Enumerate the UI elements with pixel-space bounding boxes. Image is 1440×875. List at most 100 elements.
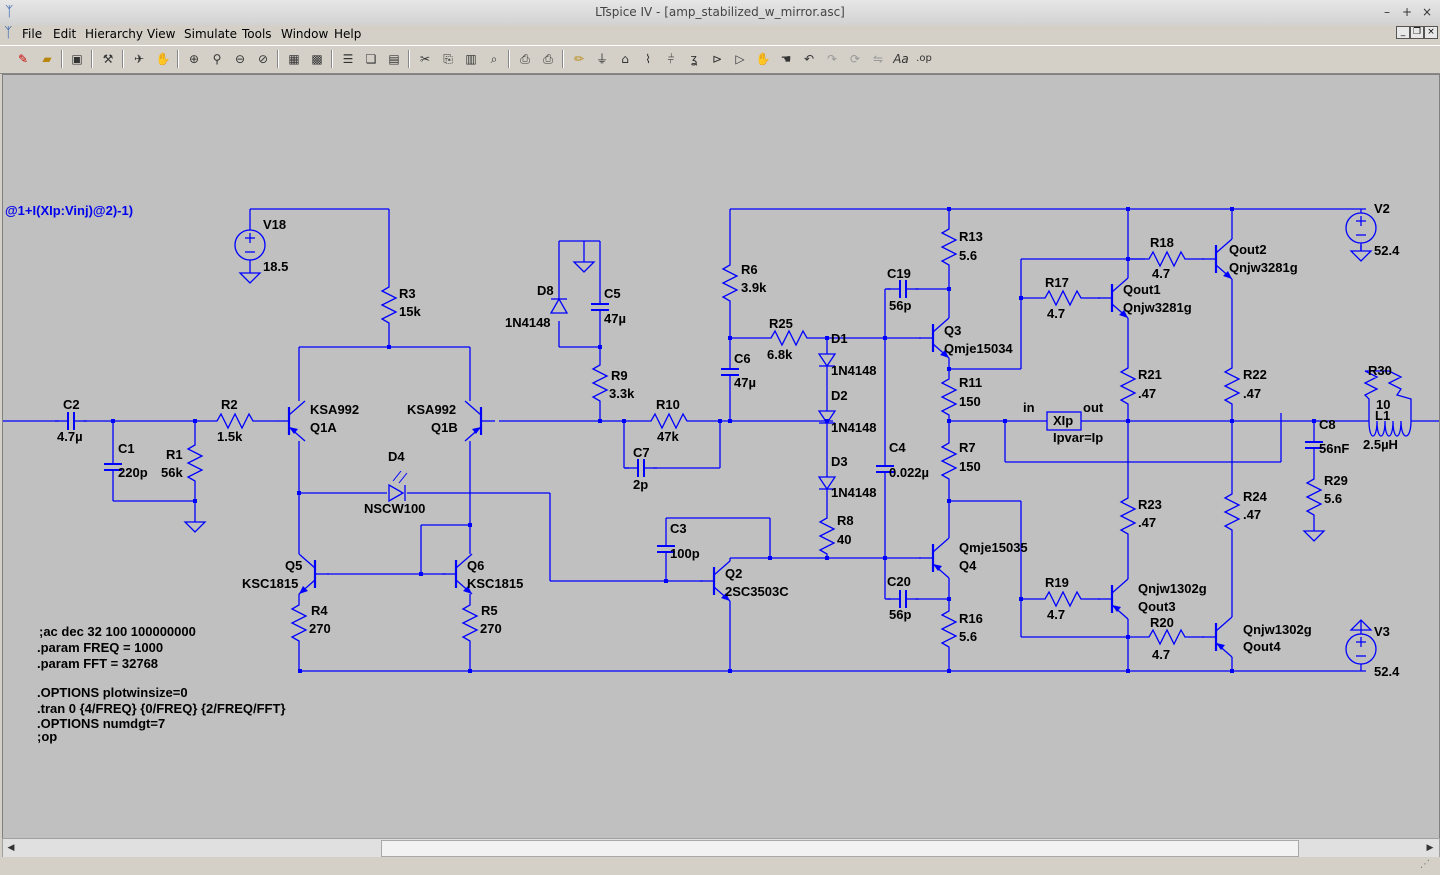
directive-op: ;op <box>37 729 57 744</box>
mdi-minimize-icon[interactable]: _ <box>1396 26 1410 39</box>
label-net-icon[interactable]: ⌂ <box>621 52 629 66</box>
move-icon[interactable]: ✋ <box>755 52 771 66</box>
d1-ref: D1 <box>831 331 848 346</box>
c2-ref: C2 <box>63 397 80 412</box>
menu-file[interactable]: File <box>22 27 43 41</box>
zoom-cancel-icon[interactable]: ⊘ <box>257 52 269 66</box>
resistor-icon[interactable]: ⌇ <box>645 52 651 66</box>
maximize-icon[interactable]: + <box>1401 5 1413 19</box>
undo-icon[interactable]: ↶ <box>803 52 815 66</box>
r24-value: .47 <box>1243 507 1261 522</box>
component-icon[interactable]: ▷ <box>735 52 745 66</box>
zoom-out-icon[interactable]: ⊖ <box>234 52 246 66</box>
tile-horizontal-icon[interactable]: ☰ <box>342 52 354 66</box>
r17-ref: R17 <box>1045 275 1069 290</box>
r30-ref: R30 <box>1368 363 1392 378</box>
d2-value: 1N4148 <box>831 420 877 435</box>
mdi-close-icon[interactable]: × <box>1424 26 1438 39</box>
q1a-ref: Q1A <box>310 420 337 435</box>
rotate-icon[interactable]: ⟳ <box>849 52 861 66</box>
control-panel-icon[interactable]: ⚒ <box>102 52 114 66</box>
c4-ref: C4 <box>889 440 906 455</box>
r3-value: 15k <box>399 304 421 319</box>
port-out-label: out <box>1083 400 1104 415</box>
r18-value: 4.7 <box>1152 266 1170 281</box>
mirror-icon[interactable]: ⇋ <box>872 52 884 66</box>
ground-icon[interactable]: ⏚ <box>595 52 608 66</box>
qout1-value: Qnjw3281g <box>1123 300 1192 315</box>
c6-ref: C6 <box>734 351 751 366</box>
find-icon[interactable]: ⌕ <box>490 52 498 66</box>
halt-icon[interactable]: ✋ <box>155 52 171 66</box>
r2-value: 1.5k <box>217 429 243 444</box>
menu-window[interactable]: Window <box>281 27 329 41</box>
menu-help[interactable]: Help <box>334 27 362 41</box>
r8-ref: R8 <box>837 513 854 528</box>
wires <box>3 208 1439 672</box>
zoom-in-icon[interactable]: ⊕ <box>188 52 200 66</box>
xip-value: Ipvar=Ip <box>1053 430 1103 445</box>
print-setup-icon[interactable]: ⎙ <box>520 52 530 66</box>
new-schematic-icon[interactable]: ✎ <box>17 52 29 66</box>
resize-grip-icon[interactable]: ⋰ <box>1420 859 1430 870</box>
d4-ref: D4 <box>388 449 405 464</box>
menu-edit[interactable]: Edit <box>53 27 77 41</box>
menu-tools[interactable]: Tools <box>242 27 272 41</box>
close-icon[interactable]: × <box>1421 5 1433 19</box>
q6-ref: Q6 <box>467 558 484 573</box>
scroll-left-icon[interactable]: ◀ <box>7 843 15 853</box>
l1-value: 2.5µH <box>1363 437 1398 452</box>
cut-icon[interactable]: ✂ <box>419 52 431 66</box>
diode-icon[interactable]: ⊳ <box>711 52 723 66</box>
menu-hierarchy[interactable]: Hierarchy <box>85 27 144 41</box>
paste-icon[interactable]: ▥ <box>465 52 477 66</box>
q2-ref: Q2 <box>725 566 742 581</box>
d8-value: 1N4148 <box>505 315 551 330</box>
open-icon[interactable]: ▰ <box>42 52 52 66</box>
directive-options-numdgt: .OPTIONS numdgt=7 <box>37 716 165 731</box>
grid-icon[interactable]: ▩ <box>311 52 323 66</box>
q2-value: 2SC3503C <box>725 584 789 599</box>
inductor-icon[interactable]: ʓ <box>690 52 698 66</box>
schematic-canvas[interactable]: @1+I(XIp:Vinj)@2)-1) V18 18.5 R3 15k C2 … <box>2 74 1440 840</box>
spice-directive-icon[interactable]: .op <box>916 53 932 64</box>
expression-label: @1+I(XIp:Vinj)@2)-1) <box>5 203 133 218</box>
q3-value: Qmje15034 <box>944 341 1013 356</box>
c6-value: 47µ <box>734 375 756 390</box>
menu-view[interactable]: View <box>147 27 176 41</box>
run-icon[interactable]: ✈ <box>133 52 145 66</box>
cascade-icon[interactable]: ❏ <box>365 52 377 66</box>
r11-ref: R11 <box>959 375 982 390</box>
qout3-value: Qnjw1302g <box>1138 581 1207 596</box>
mdi-restore-icon[interactable]: ❐ <box>1410 26 1424 39</box>
capacitor-icon[interactable]: ⫩ <box>667 52 675 66</box>
pan-icon[interactable]: ⚲ <box>212 52 222 66</box>
schematic-drawing: @1+I(XIp:Vinj)@2)-1) V18 18.5 R3 15k C2 … <box>3 201 1439 744</box>
ltspice-app-icon[interactable]: ᛉ <box>5 4 14 20</box>
redo-icon[interactable]: ↷ <box>826 52 838 66</box>
r30-value: 10 <box>1376 397 1390 412</box>
horizontal-scrollbar[interactable]: ◀ ▶ <box>2 838 1440 858</box>
minimize-icon[interactable]: – <box>1384 5 1390 19</box>
c19-value: 56p <box>889 298 911 313</box>
c1-ref: C1 <box>118 441 135 456</box>
r21-value: .47 <box>1138 386 1156 401</box>
menu-simulate[interactable]: Simulate <box>184 27 238 41</box>
wire-icon[interactable]: ✏ <box>573 52 585 66</box>
print-icon[interactable]: ⎙ <box>543 52 553 66</box>
qout1-ref: Qout1 <box>1123 282 1161 297</box>
drag-icon[interactable]: ☚ <box>780 52 792 66</box>
scrollbar-thumb[interactable] <box>381 840 1299 857</box>
document-icon[interactable]: ᛉ <box>4 25 13 41</box>
q5-ref: Q5 <box>285 558 302 573</box>
q4-ref: Q4 <box>959 558 977 573</box>
tile-vertical-icon[interactable]: ▤ <box>388 52 400 66</box>
r11-value: 150 <box>959 394 981 409</box>
c5-ref: C5 <box>604 286 621 301</box>
scroll-right-icon[interactable]: ▶ <box>1426 843 1434 853</box>
save-icon[interactable]: ▣ <box>71 52 83 66</box>
text-icon[interactable]: Aa <box>893 52 909 66</box>
autorange-icon[interactable]: ▦ <box>288 52 300 66</box>
copy-icon[interactable]: ⎘ <box>443 52 453 66</box>
r20-ref: R20 <box>1150 615 1174 630</box>
